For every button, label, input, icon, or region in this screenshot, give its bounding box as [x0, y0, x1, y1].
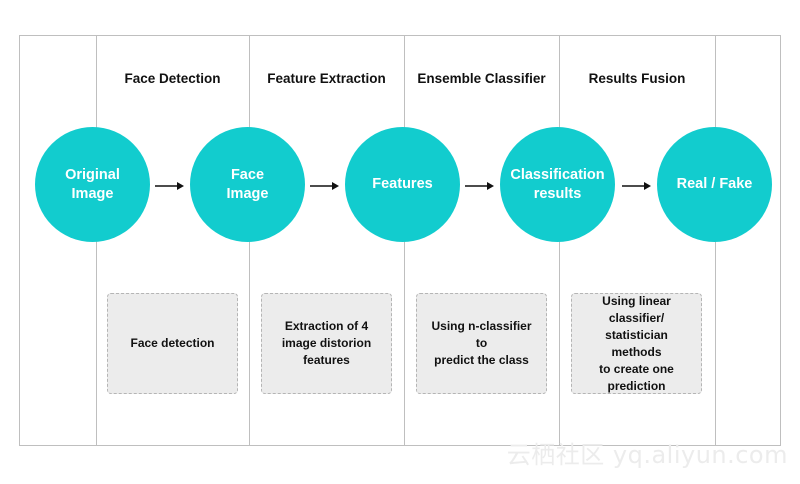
arrow-right-icon [155, 182, 184, 190]
stage-title-results-fusion: Results Fusion [588, 71, 686, 86]
node-face-image: Face Image [190, 127, 305, 242]
stage-title-face-detection: Face Detection [124, 71, 221, 86]
node-features: Features [345, 127, 460, 242]
card-ensemble-classifier: Using n-classifier to predict the class [416, 293, 547, 394]
stage-title-ensemble-classifier: Ensemble Classifier [417, 71, 546, 86]
card-results-fusion: Using linear classifier/ statistician me… [571, 293, 702, 394]
node-real-fake: Real / Fake [657, 127, 772, 242]
watermark: 云栖社区 yq.aliyun.com [506, 441, 788, 469]
node-classification-results: Classification results [500, 127, 615, 242]
stage-title-feature-extraction: Feature Extraction [267, 71, 386, 86]
node-original-image: Original Image [35, 127, 150, 242]
arrow-right-icon [310, 182, 339, 190]
card-feature-extraction: Extraction of 4 image distorion features [261, 293, 392, 394]
arrow-right-icon [622, 182, 651, 190]
card-face-detection: Face detection [107, 293, 238, 394]
pipeline-frame [19, 35, 781, 446]
arrow-right-icon [465, 182, 494, 190]
